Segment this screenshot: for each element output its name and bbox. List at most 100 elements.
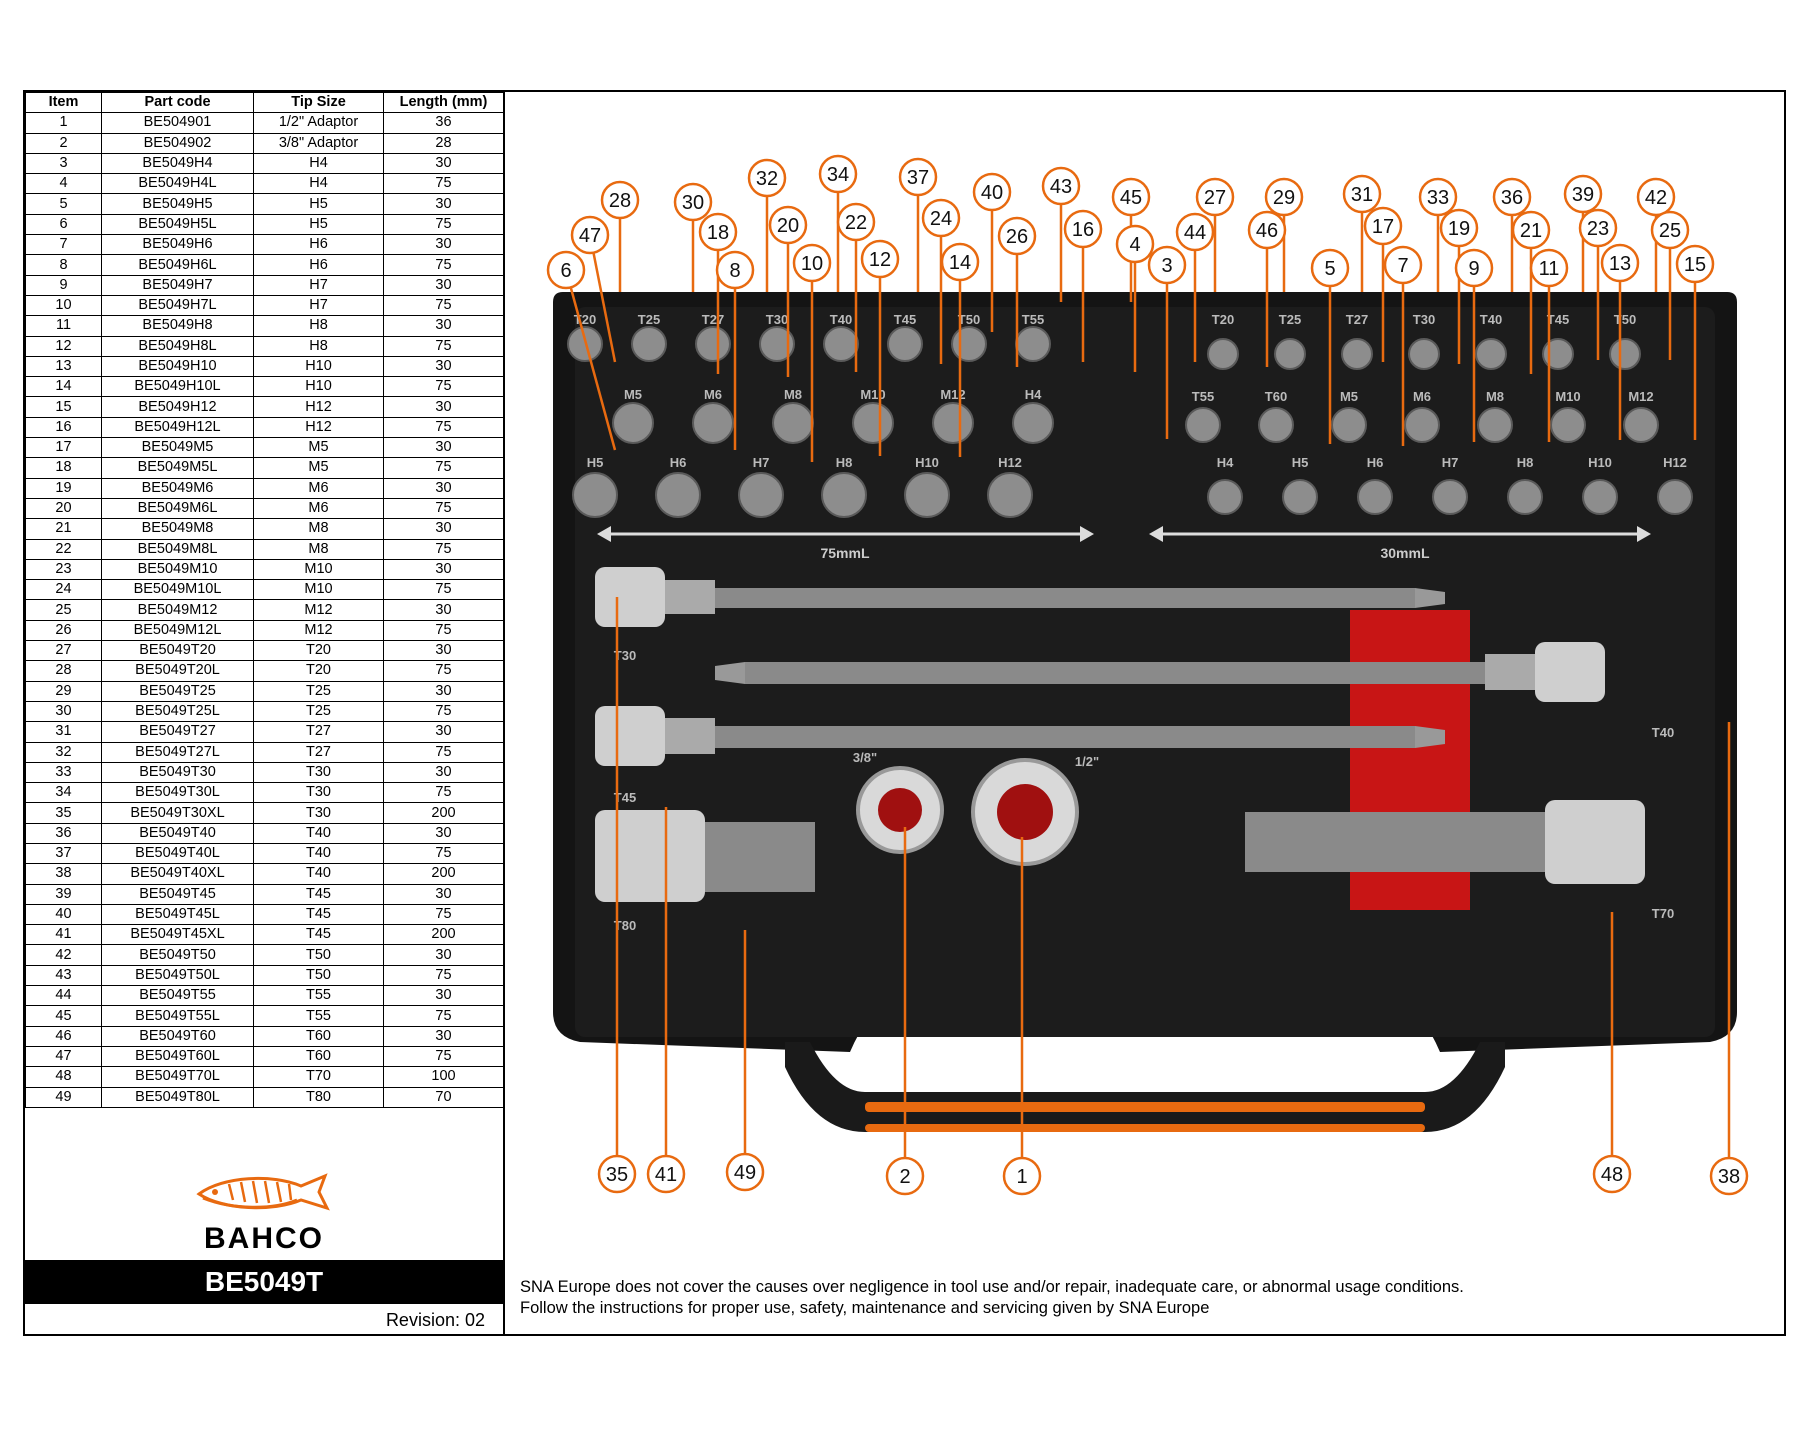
- bit-socket: T25: [631, 312, 667, 362]
- long-bit-t30: [595, 567, 1445, 627]
- table-cell: BE5049M10: [101, 558, 254, 581]
- table-cell: BE5049T55L: [101, 1005, 254, 1027]
- callout-badge: 2: [885, 1156, 925, 1196]
- table-cell: T50: [253, 944, 384, 966]
- table-cell: 30: [383, 437, 504, 459]
- table-cell: 75: [383, 782, 504, 804]
- callout-number: 12: [869, 249, 891, 271]
- table-cell: T55: [253, 1005, 384, 1027]
- table-cell: 40: [25, 903, 102, 926]
- callout-number: 34: [827, 164, 849, 186]
- table-cell: M12: [253, 619, 384, 642]
- table-cell: T25: [253, 680, 384, 702]
- tip-label: T40: [830, 312, 852, 327]
- callout-number: 1: [1016, 1166, 1027, 1188]
- table-cell: 3: [25, 152, 102, 175]
- bit-socket: H8: [821, 455, 867, 518]
- table-cell: 47: [25, 1045, 102, 1068]
- table-cell: H5: [253, 213, 384, 236]
- bit-socket: M6: [692, 387, 734, 444]
- table-cell: BE5049H10: [101, 355, 254, 378]
- callout-badge: 47: [570, 215, 610, 255]
- callout-number: 38: [1718, 1166, 1740, 1188]
- callout-badge: 6: [546, 250, 586, 290]
- callout-badge: 3: [1147, 245, 1187, 285]
- table-cell: 70: [383, 1086, 504, 1108]
- table-cell: BE5049T30: [101, 761, 254, 784]
- table-cell: 30: [383, 680, 504, 702]
- bit-socket: M12: [1623, 389, 1659, 443]
- callout-badge: 48: [1592, 1154, 1632, 1194]
- table-cell: T70: [253, 1066, 384, 1088]
- table-cell: T55: [253, 985, 384, 1007]
- table-cell: 20: [25, 497, 102, 520]
- table-cell: H12: [253, 396, 384, 418]
- callout-badge: 11: [1529, 248, 1569, 288]
- tip-label: H8: [1517, 455, 1534, 470]
- table-cell: H8: [253, 335, 384, 357]
- callout-number: 46: [1256, 220, 1278, 242]
- table-cell: M10: [253, 558, 384, 581]
- table-cell: 2: [25, 132, 102, 154]
- callout-number: 42: [1645, 187, 1667, 209]
- table-cell: 200: [383, 802, 504, 824]
- tip-label: H5: [587, 455, 604, 470]
- tip-label: T25: [638, 312, 660, 327]
- callout-number: 41: [655, 1164, 677, 1186]
- callout-badge: 28: [600, 180, 640, 220]
- bit-socket: T25: [1274, 312, 1306, 370]
- callout-number: 29: [1273, 187, 1295, 209]
- callout-number: 7: [1397, 255, 1408, 277]
- tip-label: M5: [624, 387, 642, 402]
- table-cell: BE5049T25L: [101, 700, 254, 723]
- table-cell: 1/2" Adaptor: [253, 112, 384, 134]
- table-cell: 75: [383, 903, 504, 926]
- callout-number: 37: [907, 167, 929, 189]
- table-cell: T25: [253, 700, 384, 723]
- table-cell: BE5049T45L: [101, 903, 254, 926]
- callout-badge: 9: [1454, 248, 1494, 288]
- table-cell: 41: [25, 924, 102, 946]
- callout-number: 3: [1161, 255, 1172, 277]
- table-cell: M6: [253, 497, 384, 520]
- callout-number: 9: [1468, 258, 1479, 280]
- callout-number: 6: [560, 260, 571, 282]
- table-cell: 200: [383, 924, 504, 946]
- table-cell: 75: [383, 741, 504, 763]
- table-cell: BE5049T80L: [101, 1086, 254, 1108]
- callout-number: 25: [1659, 220, 1681, 242]
- table-cell: 28: [25, 660, 102, 682]
- table-cell: 25: [25, 599, 102, 621]
- callout-badge: 8: [715, 250, 755, 290]
- table-cell: H5: [253, 193, 384, 215]
- tip-label: H4: [1217, 455, 1234, 470]
- bit-socket: H5: [572, 455, 618, 518]
- table-cell: 24: [25, 579, 102, 601]
- table-cell: T30: [253, 761, 384, 784]
- bit-socket: H8: [1507, 455, 1543, 515]
- table-cell: BE5049M12: [101, 599, 254, 621]
- callout-number: 32: [756, 168, 778, 190]
- table-cell: 75: [383, 538, 504, 560]
- table-cell: 75: [383, 964, 504, 987]
- bit-socket: T45: [887, 312, 923, 362]
- bit-socket: T30: [759, 312, 795, 362]
- table-cell: 75: [383, 1045, 504, 1068]
- callout-number: 40: [981, 182, 1003, 204]
- table-cell: 43: [25, 964, 102, 987]
- callout-number: 22: [845, 212, 867, 234]
- table-cell: BE5049H4L: [101, 173, 254, 195]
- disclaimer-line-1: SNA Europe does not cover the causes ove…: [520, 1278, 1464, 1296]
